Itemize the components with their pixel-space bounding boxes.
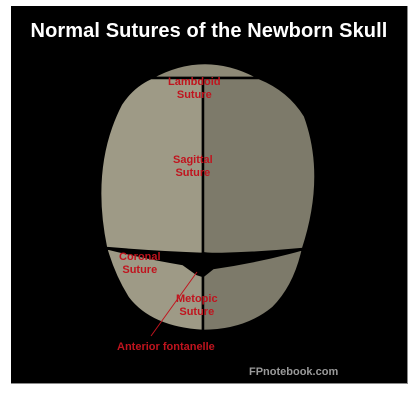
lambdoid-suture-label: Lambdoid Suture: [168, 76, 221, 102]
metopic-suture-label: Metopic Suture: [176, 293, 218, 319]
sagittal-label-line-2: Suture: [173, 167, 213, 180]
diagram-frame: Normal Sutures of the Newborn Skull Lamb…: [11, 6, 408, 384]
metopic-label-line-2: Suture: [176, 306, 218, 319]
right-frontal-bone: [203, 249, 303, 331]
source-credit: FPnotebook.com: [249, 366, 338, 379]
coronal-suture-label: Coronal Suture: [119, 251, 161, 277]
lambdoid-label-line-2: Suture: [168, 89, 221, 102]
anterior-fontanelle-label: Anterior fontanelle: [117, 341, 215, 354]
lambdoid-label-line-1: Lambdoid: [168, 76, 221, 89]
right-parietal-bone: [203, 78, 316, 254]
sagittal-suture-label: Sagittal Suture: [173, 154, 213, 180]
metopic-label-line-1: Metopic: [176, 293, 218, 306]
sagittal-label-line-1: Sagittal: [173, 154, 213, 167]
coronal-label-line-2: Suture: [119, 264, 161, 277]
coronal-label-line-1: Coronal: [119, 251, 161, 264]
skull-diagram: [11, 6, 407, 383]
